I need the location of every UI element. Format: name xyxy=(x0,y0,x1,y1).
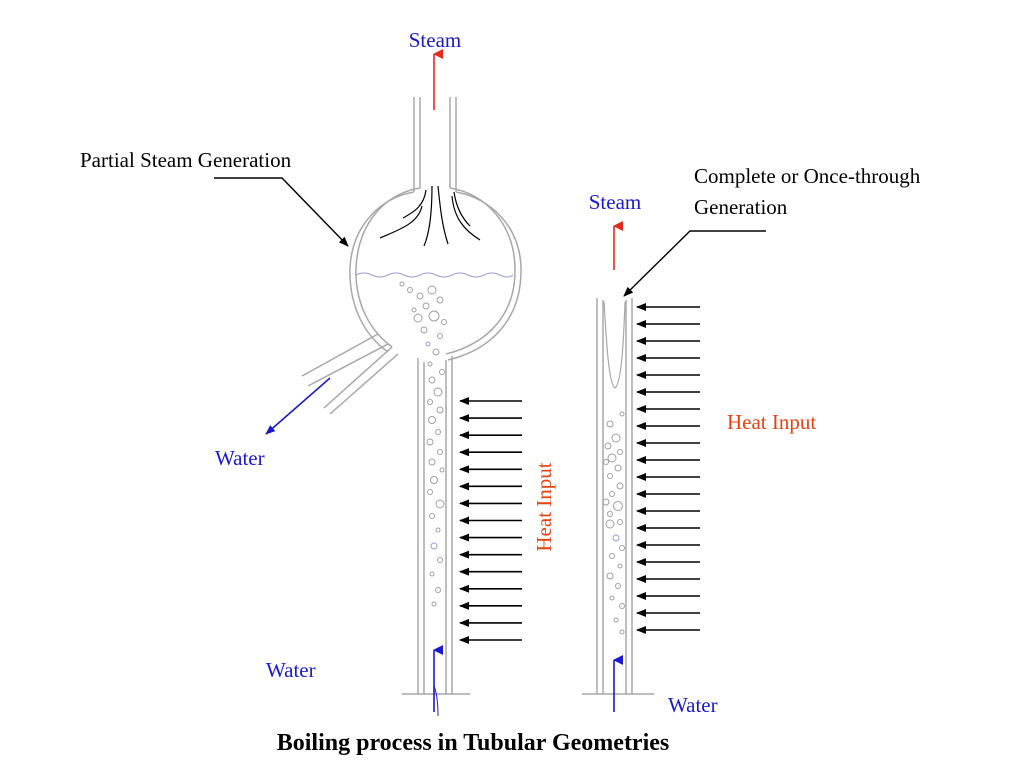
right-bubble xyxy=(609,553,615,559)
right-bubble xyxy=(617,519,623,525)
left-water-outlet-arrow xyxy=(265,377,331,435)
right-bubbles xyxy=(602,411,625,635)
right-bubble xyxy=(616,482,624,490)
left-bubbles xyxy=(399,281,447,607)
left-bubble xyxy=(425,341,431,347)
left-bubble xyxy=(441,319,447,325)
left-bubble xyxy=(407,287,413,293)
right-bubble xyxy=(613,501,623,511)
left-callout-leader xyxy=(214,177,349,247)
right-bubble xyxy=(617,563,623,569)
left-bubble xyxy=(422,302,430,310)
left-bubble xyxy=(413,313,423,323)
right-bubble xyxy=(609,491,615,497)
left-bubble xyxy=(435,527,441,533)
left-bubble xyxy=(430,476,438,484)
right-callout-label-line1: Complete or Once-through xyxy=(694,164,921,188)
right-bubble xyxy=(603,459,609,465)
left-bubble xyxy=(429,571,435,577)
left-heat-label: Heat Input xyxy=(532,462,556,551)
steam-wisps xyxy=(379,185,481,247)
left-bubble xyxy=(399,281,405,287)
left-steam-label: Steam xyxy=(409,28,462,52)
right-bubble xyxy=(613,617,619,623)
right-bubble xyxy=(619,411,625,417)
right-bubble xyxy=(609,595,615,601)
right-bubble xyxy=(611,433,621,443)
left-bubble xyxy=(416,292,424,300)
left-bubble xyxy=(437,449,443,455)
left-bubble xyxy=(437,333,443,339)
right-bubble xyxy=(614,464,622,472)
right-heat-label: Heat Input xyxy=(727,410,816,434)
left-bubble xyxy=(427,361,433,367)
right-inlet-water-label: Water xyxy=(668,693,718,717)
drum-water-surface xyxy=(355,272,514,278)
right-bubble xyxy=(619,603,625,609)
left-bubble xyxy=(435,499,445,509)
left-bubble xyxy=(439,467,445,473)
right-system: Steam Complete or Once-through Generatio… xyxy=(582,164,921,717)
right-bubble xyxy=(607,453,617,463)
left-bubble xyxy=(427,489,433,495)
right-bubble xyxy=(615,583,621,589)
left-bubble xyxy=(433,387,443,397)
left-steam-riser xyxy=(413,97,457,192)
right-steam-label: Steam xyxy=(589,190,642,214)
left-bubble xyxy=(435,587,441,593)
right-bubble xyxy=(619,629,625,635)
left-outlet-water-label: Water xyxy=(215,446,265,470)
downcomer-branch xyxy=(301,333,399,415)
left-heat-arrows xyxy=(459,397,522,644)
left-callout-label: Partial Steam Generation xyxy=(80,148,292,172)
right-heated-tube xyxy=(582,298,654,695)
right-bubble xyxy=(612,534,620,542)
right-callout-leader xyxy=(623,230,766,297)
left-bubble xyxy=(428,376,436,384)
vapor-core xyxy=(603,301,626,389)
left-bubble xyxy=(420,326,428,334)
right-callout-label-line2: Generation xyxy=(694,195,788,219)
left-heated-tube xyxy=(402,356,470,717)
right-bubble xyxy=(606,420,614,428)
left-inlet-water-label: Water xyxy=(266,658,316,682)
left-bubble xyxy=(432,348,440,356)
left-bubble xyxy=(428,416,436,424)
left-bubble xyxy=(435,429,441,435)
right-bubble xyxy=(605,519,615,529)
right-bubble xyxy=(606,572,614,580)
left-bubble xyxy=(428,310,440,322)
right-bubble xyxy=(607,511,613,517)
left-bubble xyxy=(427,399,433,405)
left-bubble xyxy=(436,296,444,304)
steam-drum xyxy=(349,187,522,361)
left-bubble xyxy=(426,438,434,446)
left-bubble xyxy=(429,513,435,519)
right-bubble xyxy=(604,442,612,450)
left-bubble xyxy=(431,601,437,607)
left-bubble xyxy=(428,458,436,466)
left-bubble xyxy=(411,307,417,313)
right-heat-arrows xyxy=(636,303,700,634)
diagram-title: Boiling process in Tubular Geometries xyxy=(277,730,670,756)
right-bubble xyxy=(619,545,625,551)
right-bubble xyxy=(607,473,613,479)
left-bubble xyxy=(430,542,438,550)
left-bubble xyxy=(427,285,437,295)
right-bubble xyxy=(617,449,623,455)
left-bubble xyxy=(439,369,445,375)
left-bubble xyxy=(436,406,444,414)
left-system: Steam Partial Steam Generation Water Wat… xyxy=(80,28,556,717)
right-bubble xyxy=(602,498,610,506)
left-bubble xyxy=(437,557,443,563)
